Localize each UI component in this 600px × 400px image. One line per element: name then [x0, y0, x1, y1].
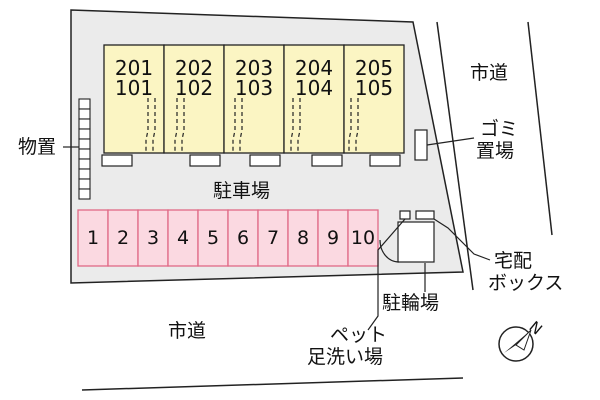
parking-spaces [77, 209, 379, 267]
stairs [145, 98, 359, 153]
unit-number: 105 [354, 76, 394, 100]
parking-space-number: 3 [146, 227, 160, 249]
storage-cell [78, 158, 91, 170]
parking-space [137, 209, 169, 267]
delivery-label-line2: ボックス [488, 272, 564, 294]
city-road-bottom-label: 市道 [168, 320, 207, 342]
road-edge-inner [436, 21, 474, 291]
stair [290, 98, 301, 153]
parking-space [347, 209, 379, 267]
bicycle-label: 駐輪場 [382, 292, 440, 314]
parking-space-number: 6 [236, 227, 250, 249]
parking-space-number: 10 [350, 227, 376, 249]
garbage-leader [426, 137, 475, 146]
city-road-right-label: 市道 [470, 62, 509, 84]
bicycle-leader [379, 239, 400, 263]
pet-leader [367, 218, 406, 331]
storage-cell [78, 98, 91, 110]
unit-number: 201 [114, 56, 154, 80]
road-edge-outer [527, 21, 553, 236]
road-edge-bottom [81, 377, 464, 391]
stair [145, 98, 156, 153]
parking-space [227, 209, 259, 267]
unit-number: 205 [354, 56, 394, 80]
parking-space [77, 209, 109, 267]
unit-number: 102 [174, 76, 214, 100]
entrance-step [101, 154, 133, 167]
unit-number: 202 [174, 56, 214, 80]
pet-label-line2: 足洗い場 [307, 346, 384, 368]
entrance-step [249, 154, 281, 167]
parking-space-number: 7 [266, 227, 280, 249]
entrance-steps [101, 154, 401, 167]
stair [174, 98, 185, 153]
parking-space [317, 209, 349, 267]
unit-box [283, 44, 345, 154]
unit-number: 103 [234, 76, 274, 100]
unit-box [343, 44, 405, 154]
parking-space [287, 209, 319, 267]
delivery-label-line1: 宅配 [494, 250, 533, 272]
storage-cell [78, 108, 91, 120]
stair [232, 98, 243, 153]
parking-space-number: 1 [86, 227, 100, 249]
unit-number: 204 [294, 56, 334, 80]
compass-icon [498, 326, 534, 362]
building [103, 44, 405, 154]
storage-cell [78, 178, 91, 190]
storage-cell [78, 118, 91, 130]
storage-cell [78, 148, 91, 160]
garbage-label-line2: 置場 [476, 140, 515, 162]
entrance-step [369, 154, 401, 167]
unit-number: 203 [234, 56, 274, 80]
bicycle-shelter [397, 221, 435, 263]
storage-sheds [78, 98, 91, 200]
storage-cell [78, 138, 91, 150]
parking-space [107, 209, 139, 267]
storage-cell [78, 188, 91, 200]
parking-space [167, 209, 199, 267]
stair [348, 98, 359, 153]
storage-cell [78, 168, 91, 180]
parking-space-number: 9 [326, 227, 340, 249]
parking-space [197, 209, 229, 267]
storage-cell [78, 128, 91, 140]
entrance-step [189, 154, 221, 167]
entrance-step [311, 154, 343, 167]
storage-label: 物置 [18, 136, 57, 158]
parking-space-number: 8 [296, 227, 310, 249]
parking-space-number: 5 [206, 227, 220, 249]
parking-label: 駐車場 [213, 180, 271, 202]
unit-number: 101 [114, 76, 154, 100]
unit-number: 104 [294, 76, 334, 100]
pet-wash-box [399, 210, 411, 220]
delivery-leader [433, 218, 491, 261]
parking-space-number: 2 [116, 227, 130, 249]
garbage-label-line1: ゴミ [480, 118, 519, 140]
delivery-box [415, 210, 435, 220]
garbage-box [414, 129, 428, 161]
parking-space-number: 4 [176, 227, 190, 249]
pet-label-line1: ペット [330, 324, 388, 346]
